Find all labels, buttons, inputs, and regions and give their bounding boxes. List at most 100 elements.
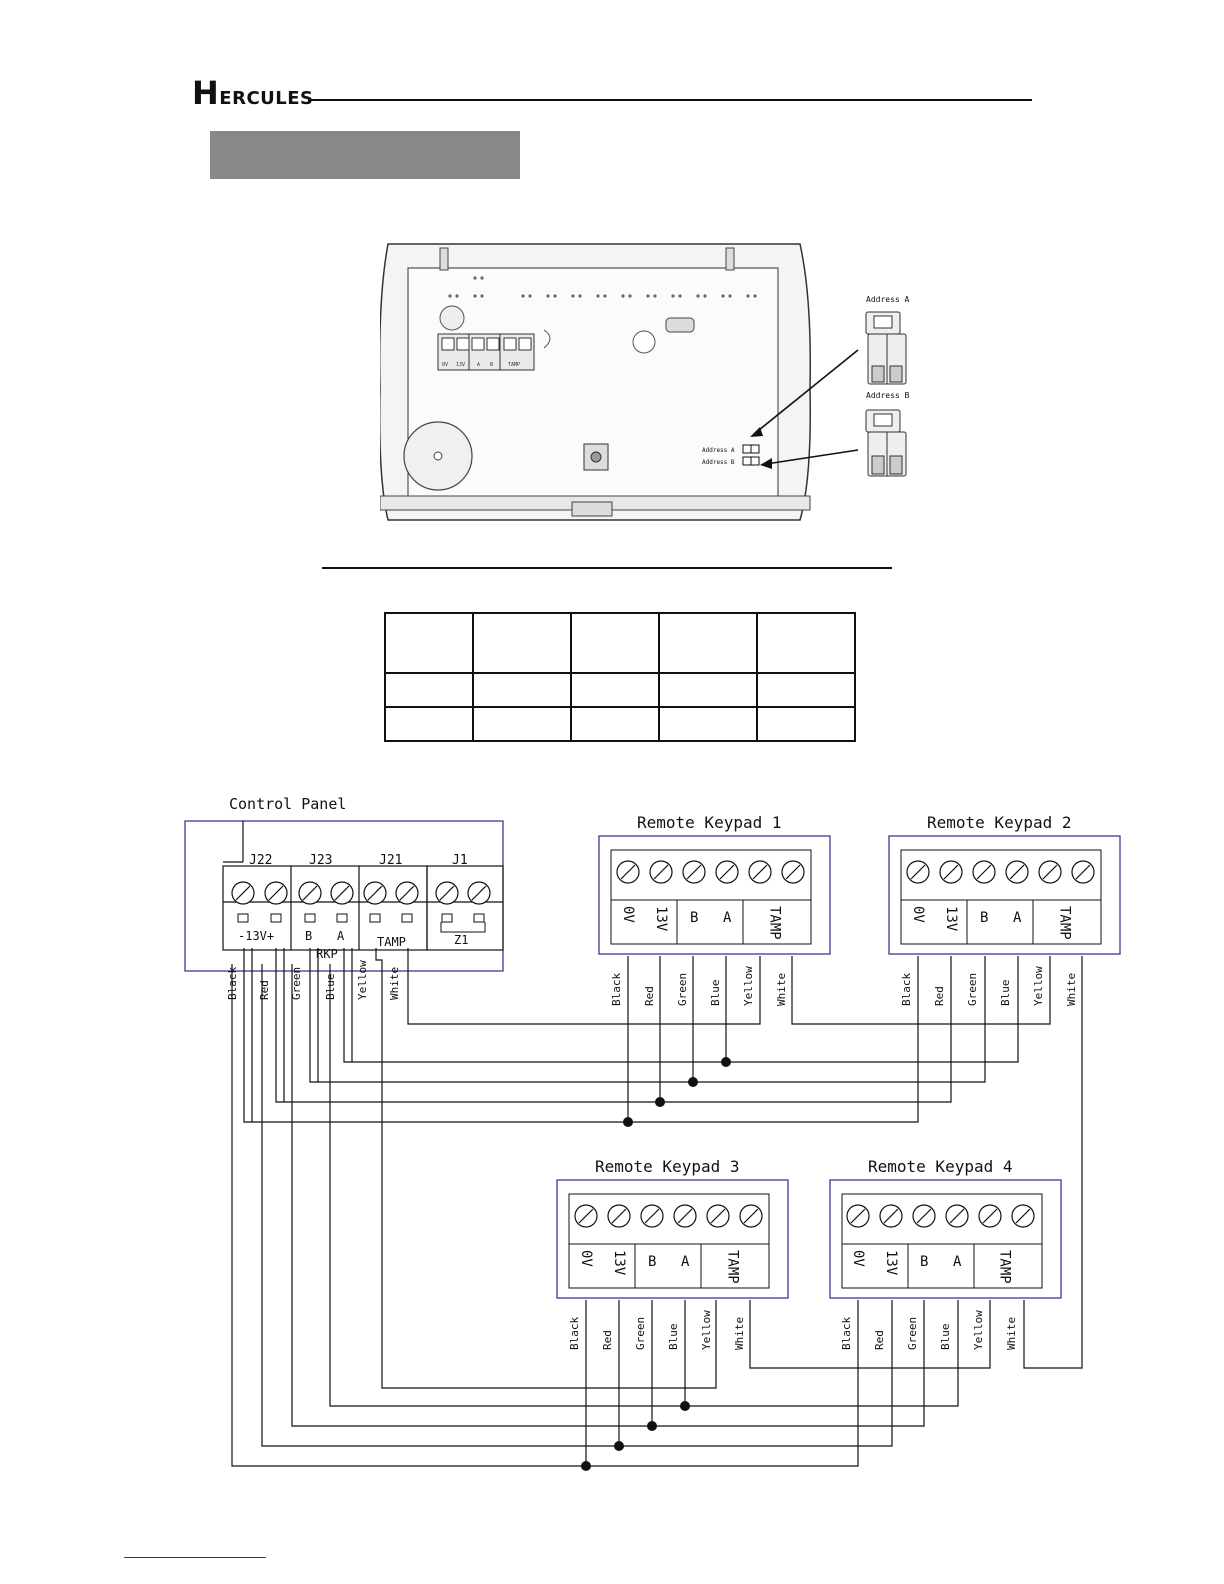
- terminal-screw: [616, 860, 640, 884]
- table-cell: [756, 706, 856, 742]
- table-row: [384, 706, 856, 742]
- pcb-crystal: [665, 317, 695, 333]
- keypad-title: Remote Keypad 4: [868, 1157, 1013, 1176]
- wire-black-kp1: [243, 948, 628, 1123]
- terminal-screw: [574, 1204, 598, 1228]
- table-cell: [570, 706, 660, 742]
- keypad-board-drawing: 0V 13V A B TAMP Address A Address B Addr…: [378, 243, 910, 521]
- terminal-label: A: [337, 929, 345, 943]
- table-cell: [570, 672, 660, 708]
- table-cell: [658, 672, 758, 708]
- housing-clip-right: [725, 247, 735, 271]
- board-jumper-b-pin2: [750, 456, 760, 466]
- terminal-screw: [972, 860, 996, 884]
- table-cell: [472, 672, 572, 708]
- table-row: [384, 612, 856, 674]
- connector-label: J22: [249, 853, 272, 868]
- keypad-terminal-label: 0V: [850, 1250, 866, 1267]
- connector-label: J1: [452, 853, 468, 868]
- junction-dot: [688, 1077, 698, 1087]
- brand-initial: H: [192, 74, 220, 112]
- keypad-title: Remote Keypad 1: [637, 813, 782, 832]
- terminal-screw: [739, 1204, 763, 1228]
- keypad-terminal-label: TAMP: [767, 906, 783, 940]
- keypad-board-figure: 0V 13V A B TAMP Address A Address B Addr…: [378, 238, 940, 532]
- pcb-component-round-2: [632, 330, 656, 354]
- wire-color-label: White: [388, 967, 401, 1000]
- jumper-a-illustration: [865, 311, 907, 385]
- arrow-jumper-a: [753, 349, 859, 435]
- terminal-screw: [906, 860, 930, 884]
- board-jumper-a-pin2: [750, 444, 760, 454]
- pcb-terminal-label: B: [490, 362, 493, 368]
- terminal-screw: [1071, 860, 1095, 884]
- housing-clip-left: [439, 247, 449, 271]
- terminal-screw: [748, 860, 772, 884]
- keypad-title: Remote Keypad 2: [927, 813, 1072, 832]
- jumper-a-label: Address A: [866, 295, 910, 304]
- terminal-screw: [649, 860, 673, 884]
- pcb-terminal-label: A: [477, 362, 480, 368]
- wire-black-lower-bus: [231, 964, 859, 1467]
- jumper-b-illustration: [865, 409, 907, 477]
- terminal-screw: [640, 1204, 664, 1228]
- pcb-component-round: [439, 305, 465, 331]
- wire-color-label: Red: [643, 986, 656, 1006]
- wire-color-label: Red: [258, 980, 271, 1000]
- terminal-screw: [298, 881, 322, 905]
- wire-color-label: Black: [610, 973, 623, 1006]
- terminal-screw: [846, 1204, 870, 1228]
- wire-color-label: Blue: [667, 1324, 680, 1351]
- rkp-label: RKP: [316, 947, 338, 961]
- wire-color-label: Blue: [999, 980, 1012, 1007]
- terminal-screw: [939, 860, 963, 884]
- terminal-screw: [945, 1204, 969, 1228]
- pcb-terminal-label: 13V: [456, 362, 465, 368]
- table-cell: [384, 672, 474, 708]
- wire-tamper-kp1-kp2: [791, 956, 1051, 1025]
- section-banner: [210, 131, 520, 179]
- table-row: [384, 672, 856, 708]
- arrow-jumper-b: [765, 449, 859, 465]
- keypad-address-table: [384, 612, 856, 742]
- wire-tamper-kp3-return: [375, 948, 717, 1389]
- terminal-screw: [912, 1204, 936, 1228]
- terminal-screw: [363, 881, 387, 905]
- keypad-frame: [888, 835, 1121, 955]
- wire-color-label: White: [1005, 1317, 1018, 1350]
- board-address-a-label: Address A: [702, 447, 735, 454]
- keypad-terminal-label: TAMP: [725, 1250, 741, 1284]
- terminal-screw: [781, 860, 805, 884]
- wire-junctions: [581, 1057, 731, 1471]
- junction-dot: [647, 1421, 657, 1431]
- wire-green-lower-bus: [291, 964, 925, 1427]
- terminal-screw: [879, 1204, 903, 1228]
- wiring-svg: Control Panel J22 J23 J21 J1 -13V+ B A T…: [184, 795, 1121, 1471]
- housing-bottom-tab: [571, 501, 613, 517]
- board-jumper-a-pin1: [742, 444, 752, 454]
- terminal-screw: [435, 881, 459, 905]
- wire-tamper-kp4-kp3: [749, 1300, 991, 1369]
- table-cell: [756, 612, 856, 674]
- terminal-screw: [467, 881, 491, 905]
- wire-tamper-kp2-kp4: [1023, 956, 1083, 1369]
- brand-logo: HERCULES: [192, 74, 314, 112]
- wire-runs: [231, 948, 1083, 1467]
- wire-red-kp1: [275, 948, 660, 1103]
- terminal-screw: [673, 1204, 697, 1228]
- wire-color-label: Black: [568, 1317, 581, 1350]
- keypad-terminal-label: A: [723, 910, 732, 926]
- wire-tamper-kp1: [407, 948, 761, 1025]
- terminal-screw: [330, 881, 354, 905]
- keypad-title: Remote Keypad 3: [595, 1157, 740, 1176]
- keypad-frame: [556, 1179, 789, 1299]
- terminal-screw: [231, 881, 255, 905]
- terminal-screw: [1011, 1204, 1035, 1228]
- terminal-label: -13V+: [238, 929, 274, 943]
- board-jumper-b-pin1: [742, 456, 752, 466]
